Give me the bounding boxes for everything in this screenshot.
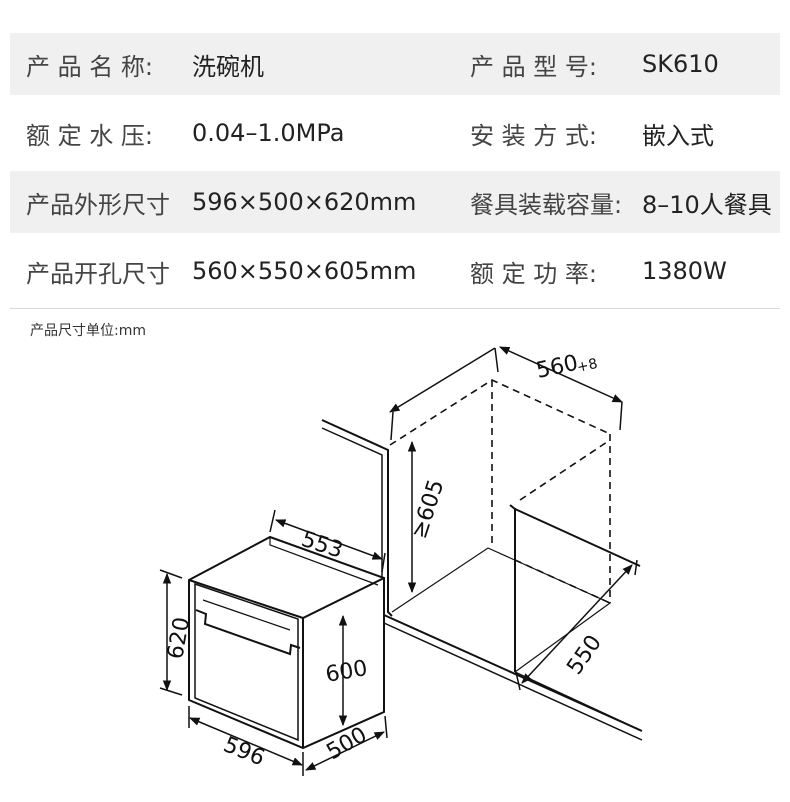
dishwasher-width-label: 596 (220, 732, 268, 771)
dishwasher (188, 535, 385, 750)
cabinet-width-label: 560 (534, 351, 580, 384)
spec-label: 产品外形尺寸 (26, 190, 170, 219)
spec-label: 安 装 方 式: (470, 121, 597, 150)
cabinet-right-bottom (514, 671, 641, 731)
spec-label: 额 定 水 压: (26, 121, 153, 150)
spec-value: SK610 (642, 50, 719, 78)
cabinet-floor-edge (383, 622, 643, 741)
spec-table: 产 品 名 称: 洗碗机 产 品 型 号: SK610 额 定 水 压: 0.0… (10, 33, 780, 302)
spec-value: 560×550×605mm (192, 257, 417, 285)
cabinet-right-top (514, 508, 641, 567)
spec-label: 额 定 功 率: (470, 259, 597, 288)
cabinet-height-label: ≥605 (407, 477, 449, 542)
cabinet-depth-label: 550 (562, 631, 607, 680)
spec-value: 1380W (642, 257, 727, 285)
dishwasher-dimensions (159, 509, 388, 776)
spec-value: 8–10人餐具 (642, 190, 772, 219)
dishwasher-top-inner (269, 537, 379, 586)
cabinet-right-panel (509, 504, 516, 672)
cabinet-left-wall (321, 419, 393, 617)
cabinet-dimensions (389, 346, 638, 691)
spec-value: 0.04–1.0MPa (192, 119, 345, 147)
dishwasher-body (188, 535, 385, 750)
spec-label: 产品开孔尺寸 (26, 259, 170, 288)
spec-row-cutout-power: 产品开孔尺寸 560×550×605mm 额 定 功 率: 1380W (10, 240, 780, 302)
spec-value: 嵌入式 (642, 121, 714, 150)
spec-label: 餐具装载容量: (470, 190, 623, 219)
cabinet-cutout (321, 419, 643, 741)
dishwasher-handle (195, 609, 301, 656)
spec-label: 产 品 名 称: (26, 52, 153, 81)
spec-row-size-capacity: 产品外形尺寸 596×500×620mm 餐具装载容量: 8–10人餐具 (10, 171, 780, 233)
spec-value: 596×500×620mm (192, 188, 417, 216)
spec-value: 洗碗机 (192, 52, 264, 81)
cabinet-width-tolerance: +8 (576, 356, 600, 376)
dishwasher-panel-line (202, 599, 291, 631)
spec-label: 产 品 型 号: (470, 52, 597, 81)
spec-row-name-model: 产 品 名 称: 洗碗机 产 品 型 号: SK610 (10, 33, 780, 95)
unit-note: 产品尺寸单位:mm (30, 323, 146, 339)
spec-row-pressure-install: 额 定 水 压: 0.04–1.0MPa 安 装 方 式: 嵌入式 (10, 102, 780, 164)
section-divider (10, 308, 780, 309)
